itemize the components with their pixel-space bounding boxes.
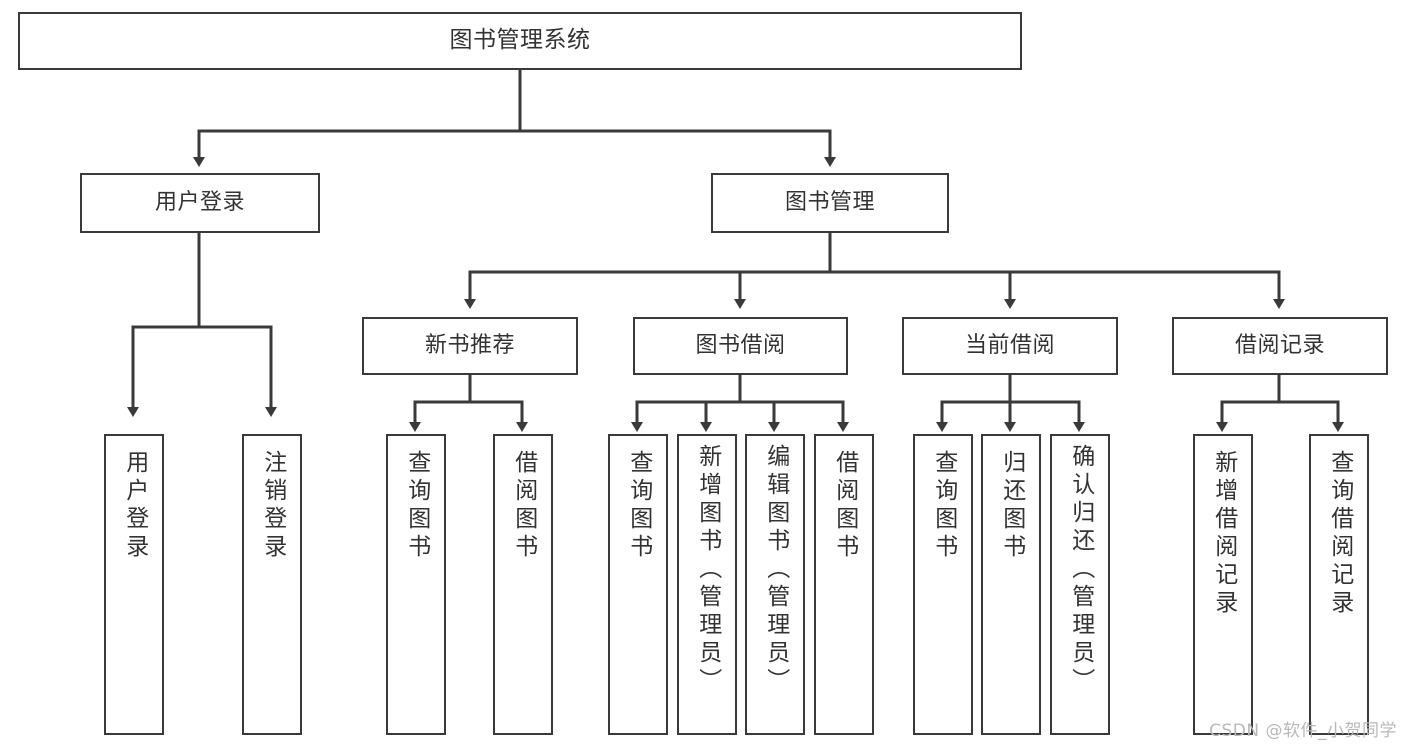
node-leaf-add-book[interactable]: 新增图书（管理员）: [677, 434, 737, 735]
node-borrow-record[interactable]: 借阅记录: [1172, 317, 1388, 375]
node-leaf-borrow-book-1[interactable]: 借阅图书: [493, 434, 553, 735]
node-leaf-borrow-book-2[interactable]: 借阅图书: [814, 434, 874, 735]
node-leaf-add-book-label: 新增图书（管理员）: [694, 444, 721, 696]
node-leaf-query-book-1-label: 查询图书: [403, 450, 430, 562]
node-leaf-user-login-label: 用户登录: [121, 450, 148, 562]
node-leaf-query-book-3[interactable]: 查询图书: [913, 434, 973, 735]
node-leaf-confirm-return-label: 确认归还（管理员）: [1067, 444, 1094, 696]
node-root-book-management-system[interactable]: 图书管理系统: [18, 12, 1022, 70]
node-leaf-return-book-label: 归还图书: [998, 450, 1025, 562]
node-current-borrow[interactable]: 当前借阅: [902, 317, 1118, 375]
node-leaf-add-record-label: 新增借阅记录: [1210, 450, 1237, 618]
node-leaf-add-record[interactable]: 新增借阅记录: [1193, 434, 1253, 735]
node-new-book-recommend-label: 新书推荐: [424, 333, 515, 359]
node-user-login[interactable]: 用户登录: [80, 173, 320, 233]
node-leaf-return-book[interactable]: 归还图书: [981, 434, 1041, 735]
node-book-management[interactable]: 图书管理: [711, 173, 949, 233]
node-leaf-query-book-2-label: 查询图书: [625, 450, 652, 562]
node-leaf-user-login[interactable]: 用户登录: [104, 434, 164, 735]
node-leaf-logout-login-label: 注销登录: [259, 450, 286, 562]
node-leaf-borrow-book-2-label: 借阅图书: [831, 450, 858, 562]
node-leaf-query-book-1[interactable]: 查询图书: [386, 434, 446, 735]
node-leaf-query-book-2[interactable]: 查询图书: [608, 434, 668, 735]
node-user-login-label: 用户登录: [154, 190, 245, 216]
node-leaf-edit-book[interactable]: 编辑图书（管理员）: [745, 434, 805, 735]
node-book-borrow-label: 图书借阅: [695, 333, 786, 359]
node-leaf-query-book-3-label: 查询图书: [930, 450, 957, 562]
node-leaf-borrow-book-1-label: 借阅图书: [510, 450, 537, 562]
node-leaf-query-record[interactable]: 查询借阅记录: [1309, 434, 1369, 735]
node-current-borrow-label: 当前借阅: [964, 333, 1055, 359]
node-book-management-label: 图书管理: [784, 190, 875, 216]
node-leaf-query-record-label: 查询借阅记录: [1326, 450, 1353, 618]
node-root-label: 图书管理系统: [449, 27, 591, 54]
node-book-borrow[interactable]: 图书借阅: [633, 317, 848, 375]
node-leaf-logout-login[interactable]: 注销登录: [242, 434, 302, 735]
node-new-book-recommend[interactable]: 新书推荐: [362, 317, 578, 375]
node-leaf-edit-book-label: 编辑图书（管理员）: [762, 444, 789, 696]
node-leaf-confirm-return[interactable]: 确认归还（管理员）: [1050, 434, 1110, 735]
node-borrow-record-label: 借阅记录: [1234, 333, 1325, 359]
